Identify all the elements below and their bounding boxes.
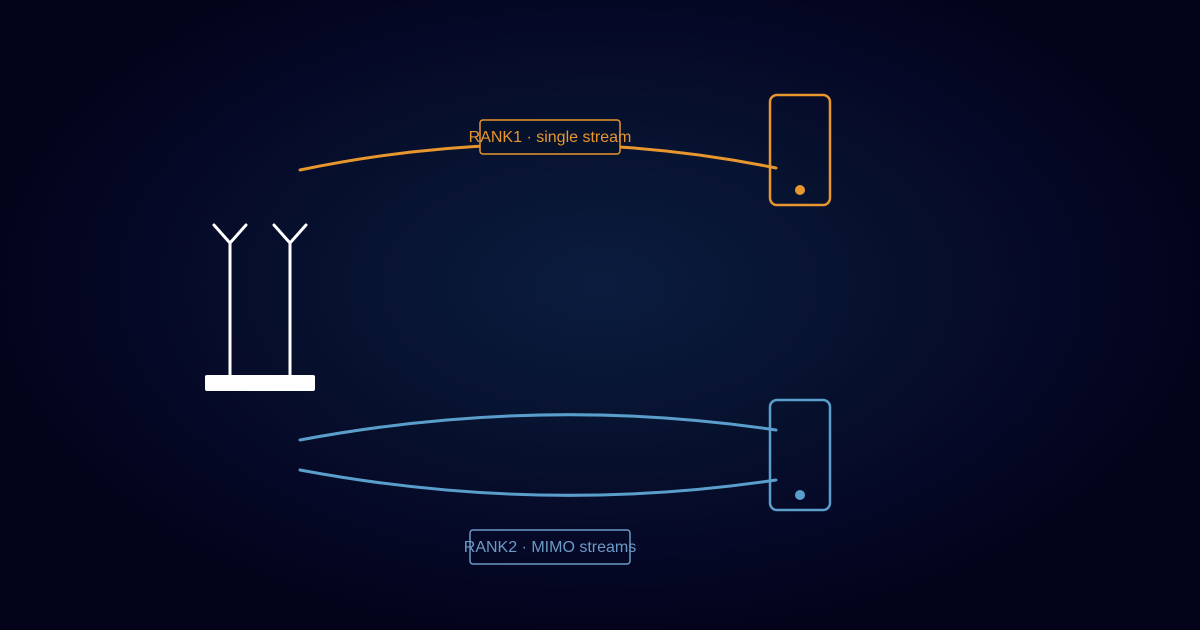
rank2-device-button — [795, 490, 805, 500]
rank2-device-body — [768, 398, 832, 512]
rank1-device-button — [795, 185, 805, 195]
rank1-label-text: RANK1 · single stream — [469, 129, 632, 146]
rank2-label: RANK2 · MIMO streams — [464, 529, 636, 565]
rank1-label-box — [479, 119, 621, 155]
antenna-tower-icon — [205, 223, 315, 391]
rank2-stream-path-lower — [298, 468, 778, 497]
rank2-label-text: RANK2 · MIMO streams — [464, 539, 636, 556]
rank2-stream-path-upper — [298, 413, 778, 442]
antenna-left — [212, 223, 248, 377]
antenna-right — [272, 223, 308, 377]
antenna-base — [205, 375, 315, 391]
phone-icon — [768, 398, 832, 512]
phone-icon — [768, 93, 832, 207]
rank2-label-box — [469, 529, 631, 565]
rank1-device-body — [768, 93, 832, 207]
rank1-label: RANK1 · single stream — [469, 119, 632, 155]
